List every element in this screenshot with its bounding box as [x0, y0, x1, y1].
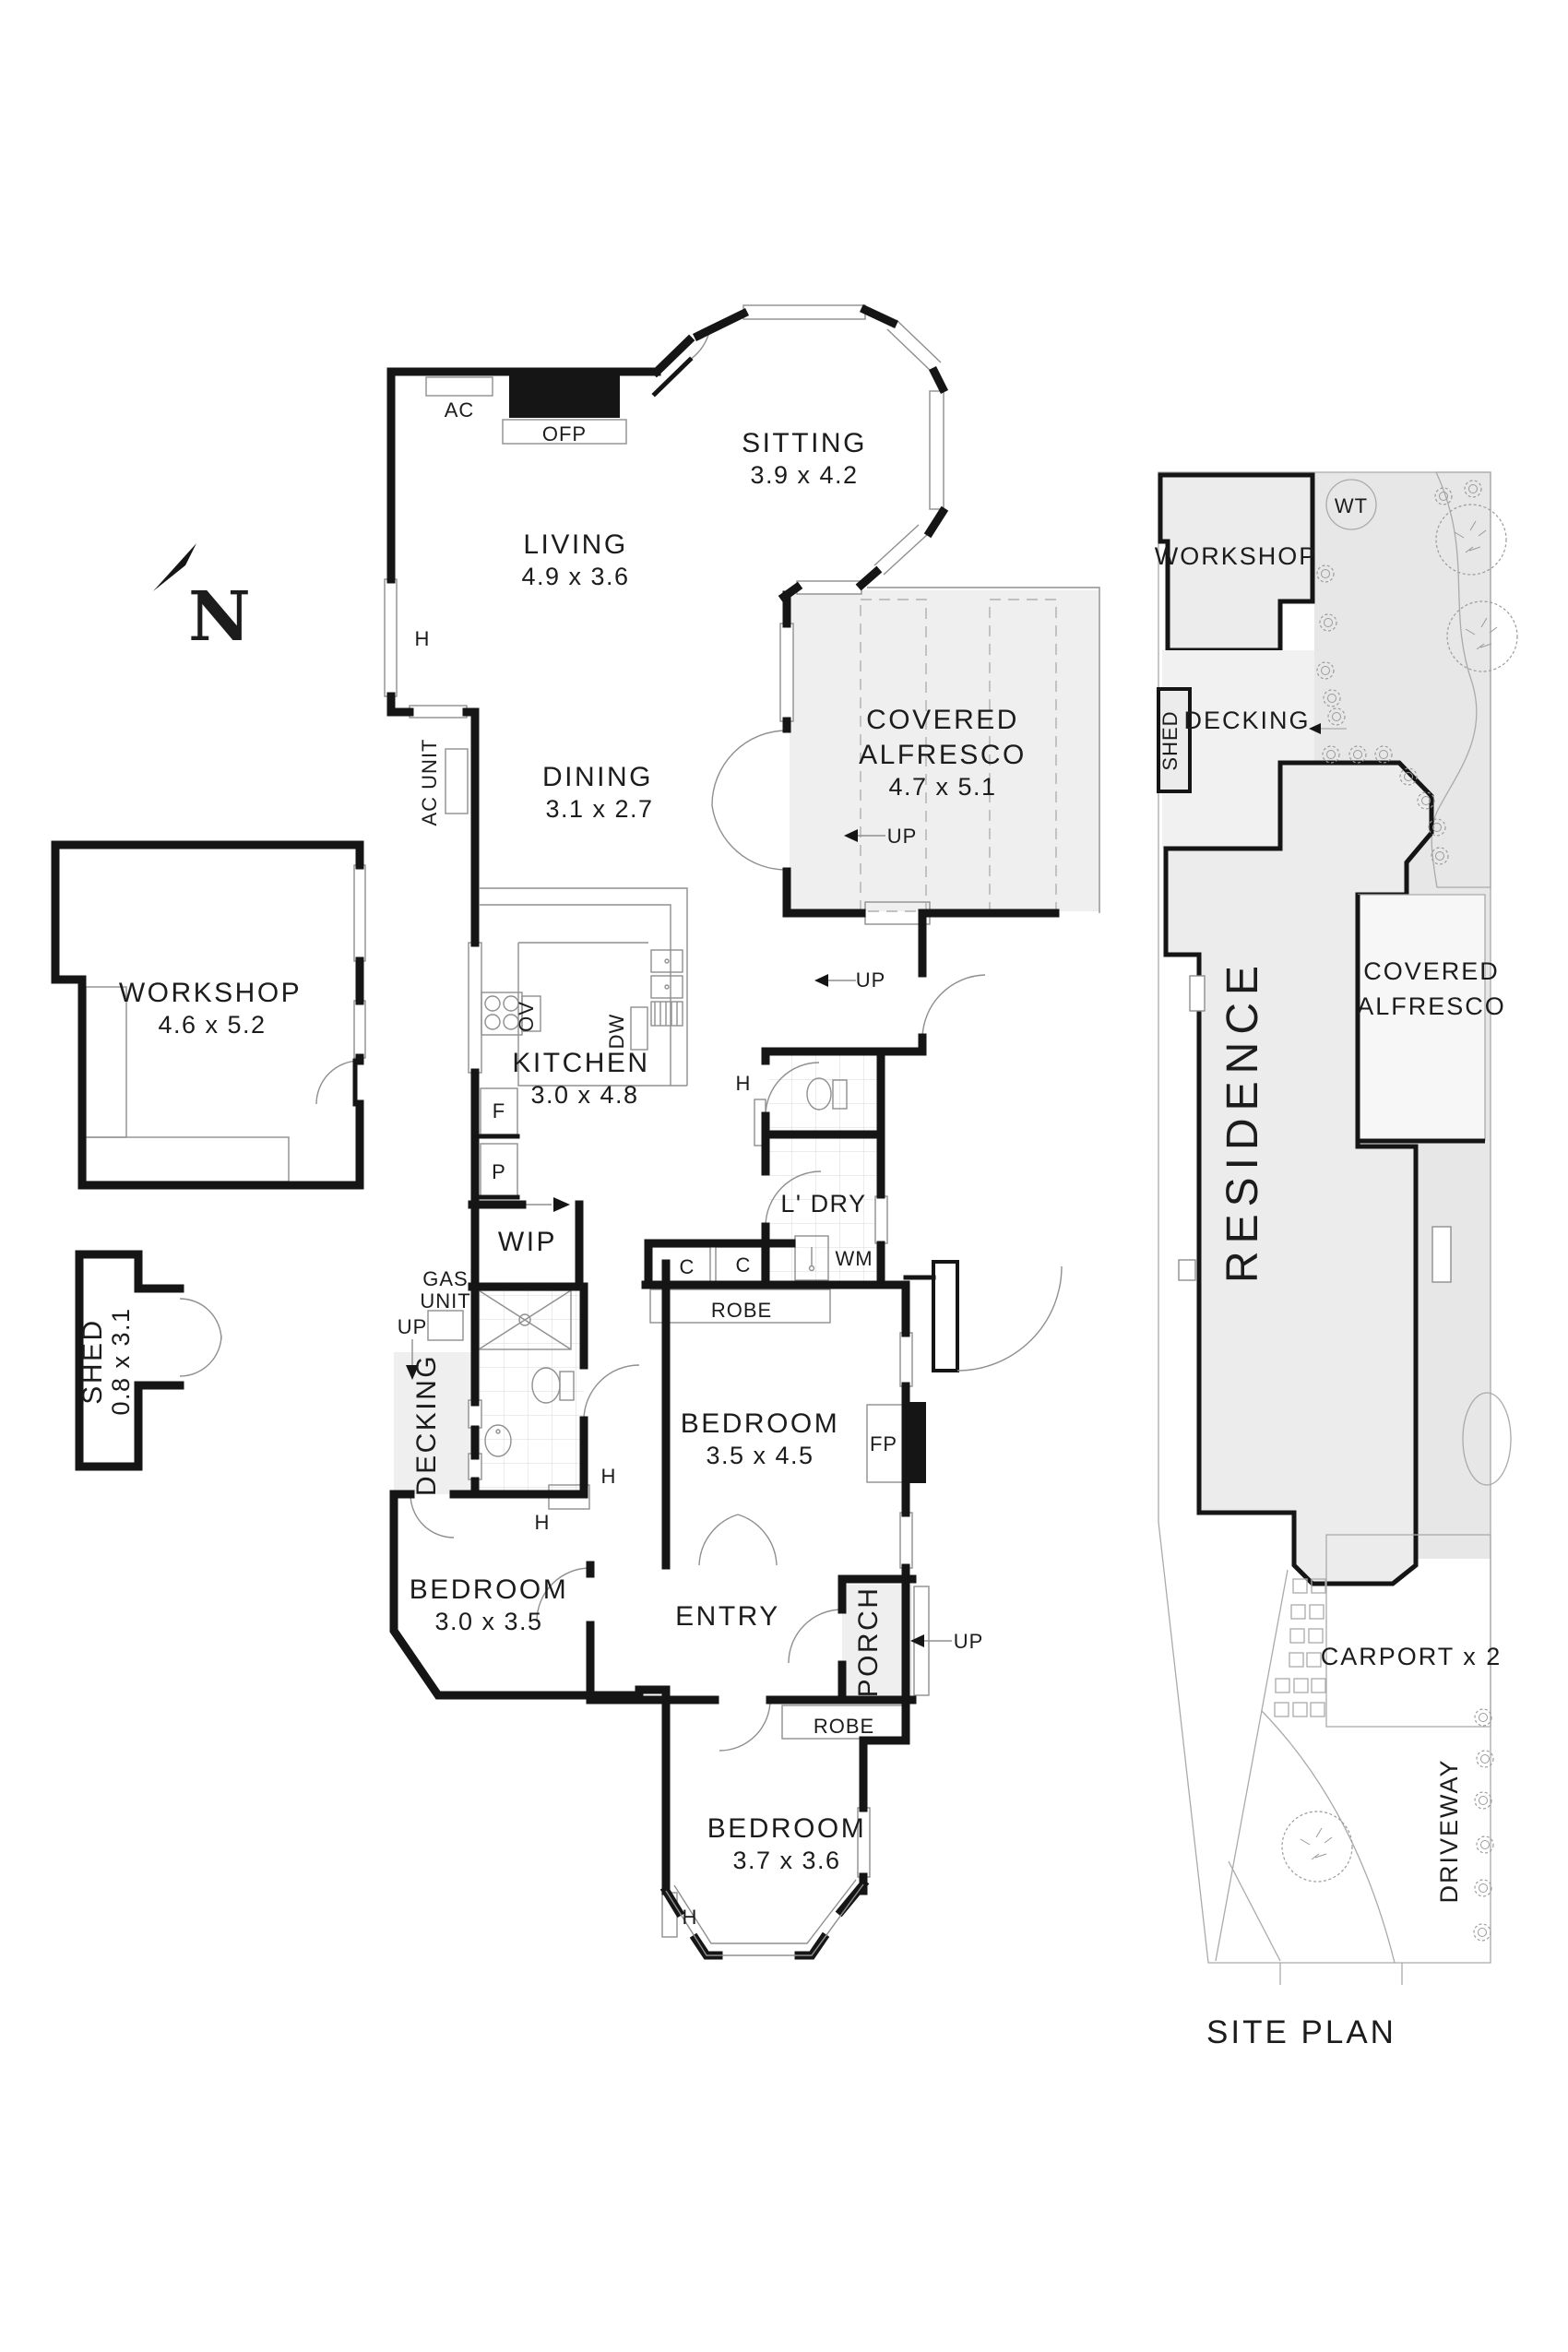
ofp-hearth [502, 419, 627, 445]
site-label-alfresco-1: COVERED [1363, 957, 1500, 985]
site-label-alfresco-2: ALFRESCO [1357, 992, 1506, 1020]
room-label-bedroom-south: BEDROOM [707, 1813, 867, 1844]
room-dims-alfresco: 4.7 x 5.1 [888, 773, 996, 801]
site-residence [1163, 760, 1434, 1586]
room-label-kitchen: KITCHEN [512, 1048, 649, 1078]
label-fp: FP [870, 1432, 897, 1455]
label-wm: WM [835, 1247, 873, 1270]
label-ac-unit: AC UNIT [418, 739, 441, 826]
alfresco-roofline [860, 599, 927, 912]
site-label-driveway: DRIVEWAY [1435, 1758, 1463, 1903]
room-label-sitting: SITTING [742, 428, 867, 458]
garden-bed [1431, 471, 1491, 888]
walls [51, 304, 1060, 1960]
room-label-decking: DECKING [411, 1354, 442, 1496]
site-label-decking: DECKING [1183, 707, 1310, 734]
room-dims-bedroom-south: 3.7 x 3.6 [732, 1847, 840, 1874]
ac-vent [425, 376, 493, 397]
oven-box [521, 995, 541, 1032]
label-up-alfresco: UP [887, 825, 918, 848]
north-indicator: N [153, 543, 251, 657]
porch-area [842, 1585, 912, 1697]
label-h-bedwest: H [535, 1511, 551, 1534]
alfresco-area [790, 590, 1099, 911]
site-alfresco [1358, 895, 1485, 1141]
label-gas-1: GAS [422, 1267, 468, 1290]
label-h-living: H [415, 627, 431, 650]
room-label-wip: WIP [498, 1227, 557, 1257]
room-label-alfresco-2: ALFRESCO [859, 740, 1027, 770]
water-tank [1325, 479, 1377, 530]
label-ofp: OFP [542, 422, 587, 445]
site-boundary [1158, 471, 1491, 1964]
site-label-workshop: WORKSHOP [1155, 542, 1318, 570]
label-f: F [493, 1099, 505, 1123]
room-label-laundry: L' DRY [780, 1190, 866, 1218]
fireplace-block [906, 1402, 926, 1483]
site-shed [1157, 687, 1192, 793]
label-up-porch: UP [954, 1630, 984, 1653]
site-label-wt: WT [1335, 494, 1368, 517]
ac-unit-box [445, 748, 469, 814]
room-dims-sitting: 3.9 x 4.2 [750, 461, 858, 489]
room-dims-dining: 3.1 x 2.7 [545, 795, 653, 823]
label-robe-2: ROBE [814, 1715, 874, 1738]
room-label-bedroom-main: BEDROOM [681, 1408, 840, 1439]
room-label-bedroom-west: BEDROOM [410, 1574, 569, 1605]
room-dims-bedroom-west: 3.0 x 3.5 [434, 1608, 542, 1635]
dishwasher-box [630, 1006, 648, 1051]
shaded-areas [394, 590, 1099, 1697]
room-label-dining: DINING [542, 762, 653, 792]
label-dw: DW [605, 1014, 628, 1050]
label-gas-2: UNIT [420, 1289, 470, 1313]
site-plan-title: SITE PLAN [1206, 2014, 1396, 2050]
room-label-shed: SHED [77, 1318, 108, 1404]
label-h-bath: H [601, 1465, 617, 1488]
site-label-residence: RESIDENCE [1218, 958, 1267, 1283]
basin [484, 1424, 512, 1457]
main-floor-plan: SITTING 3.9 x 4.2 LIVING 4.9 x 3.6 DININ… [51, 304, 1100, 1960]
room-label-entry: ENTRY [675, 1601, 780, 1632]
label-ov: OV [515, 1001, 538, 1032]
garden-bed [1462, 1392, 1512, 1486]
label-c1: C [680, 1255, 695, 1278]
label-c2: C [736, 1253, 752, 1277]
room-label-alfresco-1: COVERED [866, 705, 1019, 735]
room-dims-living: 4.9 x 3.6 [521, 563, 629, 590]
label-up-decking: UP [398, 1315, 428, 1338]
toilet [806, 1077, 832, 1111]
stair-arrows [406, 829, 952, 1647]
windows-and-fixtures [85, 304, 1100, 1938]
label-h-hall: H [736, 1072, 752, 1095]
north-label: N [188, 577, 251, 657]
floor-plan-labels: SITTING 3.9 x 4.2 LIVING 4.9 x 3.6 DININ… [77, 398, 1027, 1929]
stepping-stones [1274, 1578, 1326, 1717]
room-dims-bedroom-main: 3.5 x 4.5 [706, 1442, 814, 1469]
site-plan: WORKSHOP WT SHED DECKING RESIDENCE COVER… [1155, 471, 1518, 2050]
label-p: P [492, 1160, 506, 1183]
label-up-hall: UP [856, 968, 886, 992]
decking-area [394, 1352, 475, 1494]
fireplace-block [509, 372, 620, 418]
robe-1 [649, 1289, 831, 1324]
north-arrow-icon [153, 543, 196, 591]
site-carport [1325, 1534, 1491, 1728]
room-dims-kitchen: 3.0 x 4.8 [530, 1081, 638, 1109]
label-h-bedsouth: H [683, 1906, 698, 1929]
room-dims-shed: 0.8 x 3.1 [107, 1307, 135, 1415]
gas-unit-box [427, 1310, 464, 1341]
room-label-workshop: WORKSHOP [119, 978, 302, 1008]
label-ac: AC [445, 398, 475, 422]
room-label-porch: PORCH [853, 1586, 884, 1698]
label-robe-1: ROBE [711, 1299, 772, 1322]
room-label-living: LIVING [523, 529, 627, 560]
site-label-shed: SHED [1158, 710, 1182, 770]
room-dims-workshop: 4.6 x 5.2 [158, 1011, 266, 1039]
laundry-trough [794, 1235, 829, 1281]
site-label-carport: CARPORT x 2 [1321, 1643, 1503, 1670]
yard-gate-leaf [932, 1260, 959, 1372]
